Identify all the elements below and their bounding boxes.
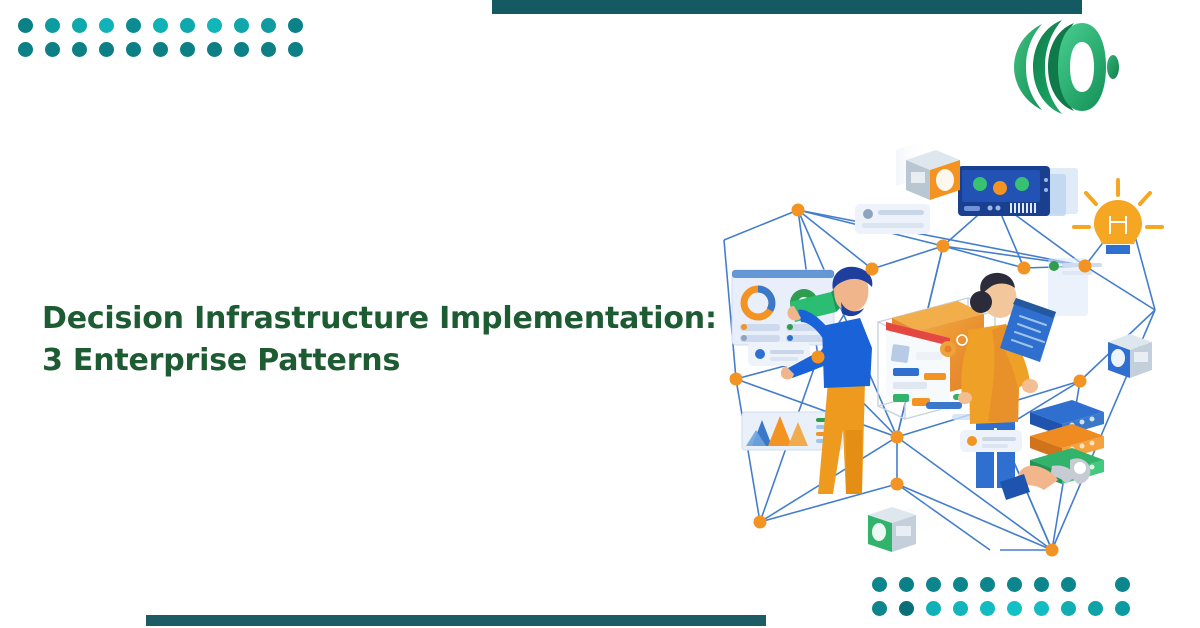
lightbulb-idea-icon [1072,178,1164,254]
decorative-dot [1115,577,1130,592]
decorative-dot [99,42,114,57]
decorative-dot [288,18,303,33]
decorative-dot [1007,601,1022,616]
decorative-dot [980,577,995,592]
decorative-dot [234,18,249,33]
decorative-dot [180,18,195,33]
person-blue-shirt [780,266,873,494]
decorative-dot [1115,601,1130,616]
decorative-dot [1088,601,1103,616]
top-accent-bar [492,0,1082,14]
page-title-line-1: Decision Infrastructure Implementation: [42,301,717,336]
decorative-dot [899,601,914,616]
decorative-dot [45,42,60,57]
network-nodes [729,203,1092,557]
decorative-dot [872,601,887,616]
person-orange-coat [958,272,1056,488]
decorative-dot [980,601,995,616]
network-edges [723,199,1156,551]
decorative-dot [99,18,114,33]
decorative-dot [180,42,195,57]
decorative-dot [953,601,968,616]
stacked-servers-wrench [1000,400,1104,500]
floating-label-pill-1 [855,204,930,234]
cube-orange-icon [896,138,960,200]
decorative-dot [1007,577,1022,592]
decorative-dot [153,42,168,57]
decorative-dot [1034,601,1049,616]
decorative-dot [207,42,222,57]
decorative-dot [872,577,887,592]
decorative-dot [288,42,303,57]
decorative-dot [899,577,914,592]
page-title: Decision Infrastructure Implementation: … [42,298,722,382]
decorative-dot [18,18,33,33]
decorative-dot [926,577,941,592]
decorative-dot [18,42,33,57]
decorative-dot [1034,577,1049,592]
server-monitor-panel [958,166,1078,216]
decorative-dot [207,18,222,33]
cube-blue-icon [1108,334,1152,378]
bottom-accent-bar [146,615,766,626]
decorative-dot [45,18,60,33]
brand-logo [1008,18,1120,114]
decorative-dot [234,42,249,57]
decorative-dot [72,42,87,57]
network-nodes-teamwork-illustration [700,130,1170,570]
decorative-dot [261,18,276,33]
decorative-dot [953,577,968,592]
decorative-dot [153,18,168,33]
cube-green-icon [868,500,935,552]
decorative-dot [261,42,276,57]
decorative-dot [1061,577,1076,592]
floating-label-pill-3 [960,430,1022,452]
floating-label-pill-2 [748,342,810,366]
decorative-dot [126,18,141,33]
decorative-dot [72,18,87,33]
decorative-dot [126,42,141,57]
decorative-dot [926,601,941,616]
page-title-line-2: 3 Enterprise Patterns [42,343,401,378]
translucent-panel [1048,258,1102,316]
decorative-dot [1061,601,1076,616]
